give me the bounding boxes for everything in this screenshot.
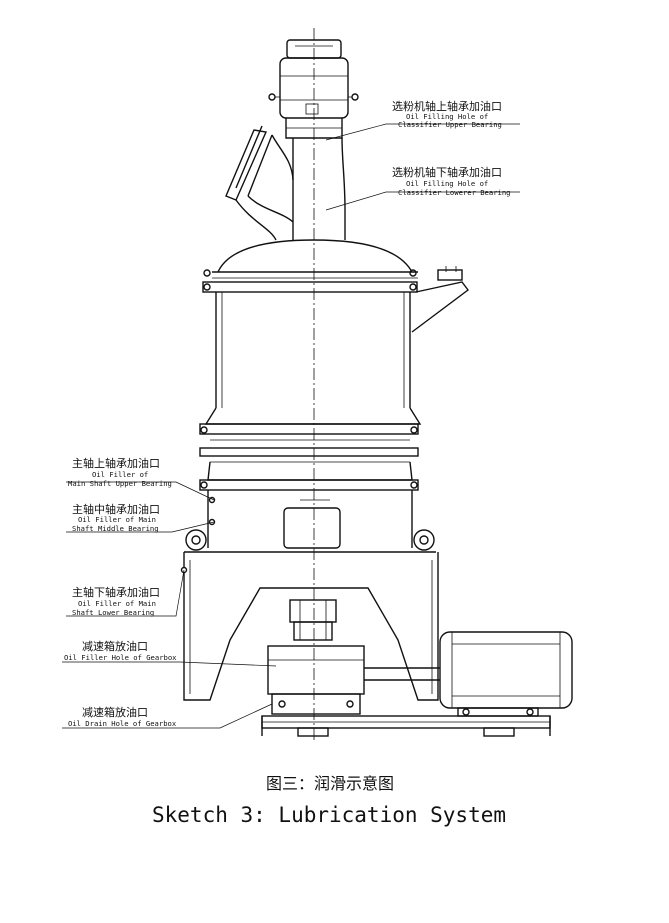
main-lower-cn: 主轴下轴承加油口: [72, 585, 160, 599]
classifier-lower-en2: Classifier Lowerer Bearing: [398, 188, 511, 197]
main-middle-cn: 主轴中轴承加油口: [72, 502, 160, 516]
leader-lines: [62, 123, 520, 729]
label-gearbox-filler: 减速箱放油口 Oil Filler Hole of Gearbox: [64, 639, 177, 662]
gearbox: [267, 645, 365, 715]
classifier-upper-en1: Oil Filling Hole of: [406, 112, 488, 121]
main-lower-en2: Shaft Lower Bearing: [72, 608, 154, 617]
main-upper-en2: Main Shaft Upper Bearing: [68, 479, 172, 488]
label-classifier-lower: 选粉机轴下轴承加油口 Oil Filling Hole of Classifie…: [392, 165, 511, 197]
label-gearbox-drain: 减速箱放油口 Oil Drain Hole of Gearbox: [68, 705, 177, 728]
gearbox-drain-en: Oil Drain Hole of Gearbox: [68, 719, 177, 728]
main-upper-cn: 主轴上轴承加油口: [72, 456, 160, 470]
lower-body: [184, 490, 436, 553]
classifier-lower-cn: 选粉机轴下轴承加油口: [392, 165, 502, 179]
classifier-housing: [225, 118, 346, 241]
base-frame: [180, 552, 439, 701]
classifier-upper-cn: 选粉机轴上轴承加油口: [392, 99, 502, 113]
floor-skid: [261, 715, 551, 737]
label-main-lower: 主轴下轴承加油口 Oil Filler of Main Shaft Lower …: [72, 585, 160, 617]
gearbox-filler-en: Oil Filler Hole of Gearbox: [64, 653, 177, 662]
gearbox-drain-cn: 减速箱放油口: [82, 705, 148, 719]
mill-machine-drawing: [180, 28, 573, 740]
label-classifier-upper: 选粉机轴上轴承加油口 Oil Filling Hole of Classifie…: [392, 99, 502, 129]
main-lower-en1: Oil Filler of Main: [78, 599, 156, 608]
label-main-middle: 主轴中轴承加油口 Oil Filler of Main Shaft Middle…: [72, 502, 160, 533]
classifier-motor: [268, 39, 359, 119]
classifier-upper-en2: Classifier Upper Bearing: [398, 120, 502, 129]
main-shell: [199, 292, 422, 501]
classifier-lower-en1: Oil Filling Hole of: [406, 179, 488, 188]
caption-en: Sketch 3: Lubrication System: [152, 803, 506, 827]
caption-cn: 图三：润滑示意图: [266, 774, 394, 793]
main-upper-en1: Oil Filler of: [92, 470, 148, 479]
drive-motor: [364, 631, 573, 717]
shell-dome: [202, 239, 469, 333]
main-middle-en2: Shaft Middle Bearing: [72, 524, 159, 533]
main-middle-en1: Oil Filler of Main: [78, 515, 156, 524]
gearbox-filler-cn: 减速箱放油口: [82, 639, 148, 653]
label-main-upper: 主轴上轴承加油口 Oil Filler of Main Shaft Upper …: [68, 456, 172, 488]
